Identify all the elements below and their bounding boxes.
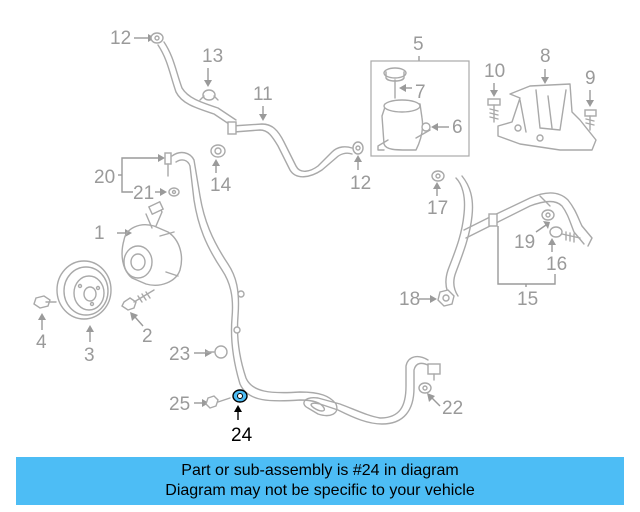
callout-1[interactable]: 1 (94, 223, 105, 244)
callout-2[interactable]: 2 (142, 326, 153, 347)
bolt-10 (487, 98, 501, 123)
return-line-11 (227, 121, 353, 178)
bracket-8 (497, 83, 597, 151)
clamp-14 (210, 144, 226, 158)
bolt-9 (584, 109, 597, 131)
callout-4[interactable]: 4 (36, 332, 47, 353)
callout-19[interactable]: 19 (514, 232, 535, 253)
callout-7[interactable]: 7 (415, 82, 426, 103)
clamp-13 (199, 89, 219, 101)
cooler-line-15 (445, 175, 593, 301)
bolt-16 (549, 226, 581, 243)
callout-21[interactable]: 21 (133, 183, 154, 204)
pressure-line (171, 151, 431, 425)
fitting-22 (427, 363, 441, 381)
bolt-4 (33, 295, 57, 309)
washer-19 (541, 209, 555, 221)
bolt-25 (205, 395, 231, 409)
callout-11[interactable]: 11 (253, 84, 273, 105)
upper-hose-12 (150, 32, 237, 127)
bolt-2 (121, 289, 155, 311)
callout-20[interactable]: 20 (94, 167, 115, 188)
banner-line-disclaimer: Diagram may not be specific to your vehi… (165, 482, 475, 499)
reservoir-assembly-5 (370, 60, 470, 157)
callout-8[interactable]: 8 (540, 46, 551, 67)
callout-12-mid[interactable]: 12 (350, 173, 371, 194)
leader-lines (38, 34, 594, 420)
callout-17[interactable]: 17 (427, 198, 448, 219)
bolt-20 (164, 152, 172, 177)
callout-16[interactable]: 16 (546, 254, 567, 275)
callout-22[interactable]: 22 (442, 398, 463, 419)
callout-5[interactable]: 5 (413, 34, 424, 55)
pulley-3 (56, 260, 112, 320)
nut-18 (437, 289, 455, 307)
washer-22 (418, 382, 432, 394)
callout-18[interactable]: 18 (399, 289, 420, 310)
callout-3[interactable]: 3 (84, 345, 95, 366)
callout-9[interactable]: 9 (585, 68, 596, 89)
info-banner: Part or sub-assembly is #24 in diagram D… (16, 457, 624, 505)
power-steering-pump-1 (121, 200, 183, 286)
callout-24[interactable]: 24 (231, 425, 253, 446)
callout-13[interactable]: 13 (202, 46, 223, 67)
banner-line-part: Part or sub-assembly is #24 in diagram (181, 462, 459, 479)
clamp-12-mid (352, 141, 364, 155)
clamp-17 (431, 170, 445, 182)
washer-21 (168, 187, 180, 197)
callout-15[interactable]: 15 (517, 289, 538, 310)
callout-23[interactable]: 23 (169, 344, 190, 365)
callout-25[interactable]: 25 (169, 394, 190, 415)
clamp-24-highlighted[interactable] (232, 389, 248, 403)
callout-14[interactable]: 14 (210, 175, 232, 196)
callout-6[interactable]: 6 (452, 117, 463, 138)
callout-10[interactable]: 10 (484, 61, 505, 82)
callout-12-top[interactable]: 12 (110, 28, 131, 49)
bolt-23 (205, 345, 228, 359)
